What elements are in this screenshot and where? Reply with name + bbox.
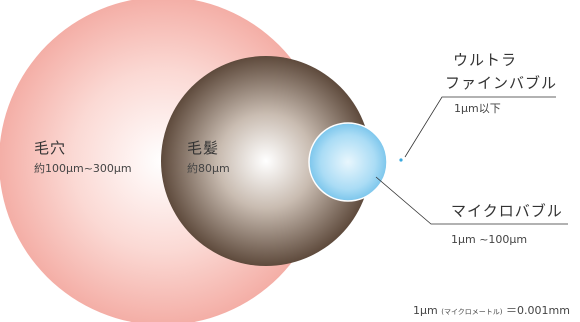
unit-note-main: 1μm: [413, 304, 438, 317]
hair-name: 毛髪: [187, 139, 220, 157]
unit-note-paren: (マイクロメートル): [441, 308, 503, 316]
ultrafine-size: 1μm以下: [454, 102, 501, 115]
micro-leader-line: [375, 176, 568, 225]
ultrafine-name-line2: ファインバブル: [445, 74, 558, 92]
ultrafine-name-line1: ウルトラ: [453, 51, 518, 69]
hair-circle: [161, 56, 371, 266]
ultrafine-bubble-dot: [399, 158, 403, 162]
ultrafine-leader-line: [404, 96, 556, 158]
pore-size: 約100μm~300μm: [34, 162, 132, 175]
micro-bubble-circle: [308, 122, 388, 202]
pore-name: 毛穴: [34, 139, 67, 157]
unit-note: 1μm (マイクロメートル) ＝0.001mm: [413, 305, 570, 316]
unit-note-value: ＝0.001mm: [506, 304, 570, 317]
micro-name: マイクロバブル: [451, 202, 563, 220]
hair-size: 約80μm: [187, 162, 230, 175]
micro-size: 1μm ~100μm: [451, 233, 528, 246]
